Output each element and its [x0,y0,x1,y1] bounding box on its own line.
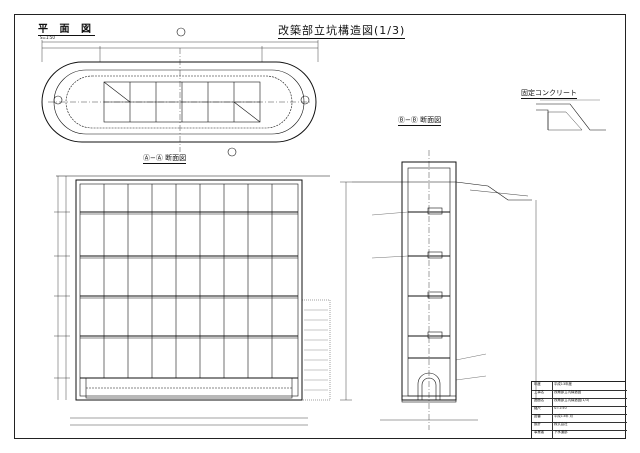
title-block-row: 設計 株式会社 [532,422,627,431]
title-block-row: 縮尺 S=1:50 [532,406,627,415]
title-block-key: 設計 [534,422,541,426]
fixed-concrete-title: 固定コンクリート [521,89,577,99]
plan-view-outline [41,27,319,157]
plan-view-heading: 平 面 図 [38,20,95,36]
section-aa-outline [54,175,331,426]
title-block-value: 株式会社 [554,422,568,426]
title-block-row: 工事名 改築部立坑構造図 [532,390,627,399]
title-block-value: 平成13年度 [554,382,572,386]
title-block-key: 工事名 [534,390,545,394]
title-block-value: S=1:50 [554,406,567,410]
title-block: 年度 平成13年度 工事名 改築部立坑構造図 図面名 改築部立坑構造図(1/3)… [531,381,627,439]
title-block-key: 事業者 [534,430,545,434]
title-block-row: 年度 平成13年度 [532,382,627,391]
section-bb-outline [340,150,537,430]
title-block-value: 平成13年 月 [554,414,573,418]
title-block-value: 下水道部 [554,430,568,434]
title-block-row: 図番 平成13年 月 [532,414,627,423]
title-block-divider [552,382,553,439]
sheet-title: 改築部立坑構造図(1/3) [278,24,406,39]
title-block-key: 図面名 [534,398,545,402]
title-block-row: 事業者 下水道部 [532,430,627,439]
fixed-concrete-detail [536,99,606,131]
ground-hatch [304,309,328,391]
title-block-value: 改築部立坑構造図(1/3) [554,398,590,402]
plan-view-scale: S=1:50 [40,35,55,40]
title-block-key: 年度 [534,382,541,386]
section-aa-title: Ⓐ−Ⓐ 断面図 [143,154,187,164]
title-block-key: 縮尺 [534,406,541,410]
title-block-key: 図番 [534,414,541,418]
section-bb-title: Ⓑ−Ⓑ 断面図 [398,116,442,126]
title-block-row: 図面名 改築部立坑構造図(1/3) [532,398,627,407]
drawing-border [14,14,626,439]
title-block-value: 改築部立坑構造図 [554,390,582,394]
